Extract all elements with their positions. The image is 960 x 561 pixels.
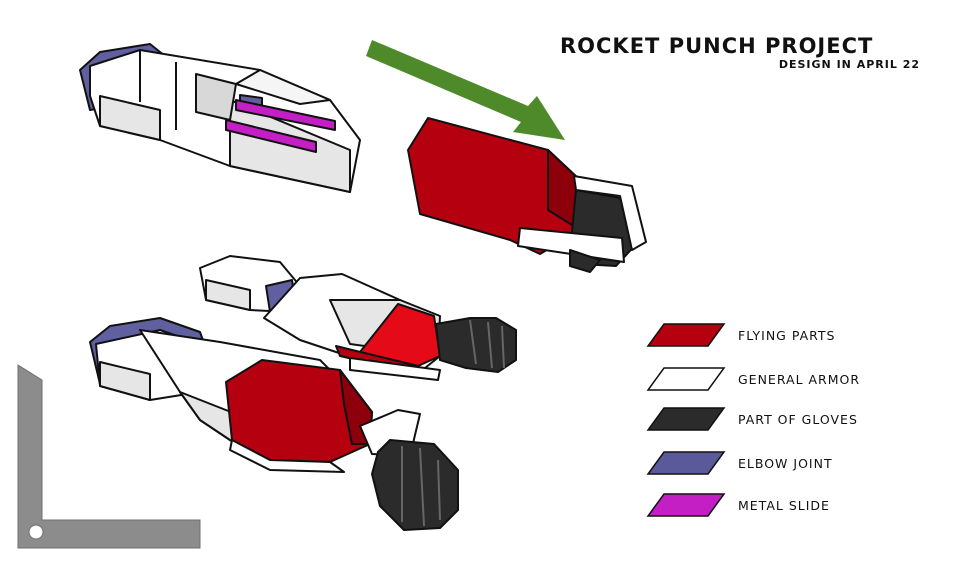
legend-label: PART OF GLOVES — [738, 412, 858, 427]
arm-with-glove-extended-illustration — [199, 255, 517, 381]
legend-item-part-of-gloves: PART OF GLOVES — [646, 406, 946, 436]
metal-slide-rods — [225, 99, 336, 153]
legend-label: FLYING PARTS — [738, 328, 836, 343]
flying-parts-swatch — [646, 323, 726, 347]
legend-item-elbow-joint: ELBOW JOINT — [646, 450, 946, 480]
page-title: ROCKET PUNCH PROJECT — [560, 34, 874, 58]
direction-arrow — [366, 40, 565, 140]
legend-label: METAL SLIDE — [738, 498, 830, 513]
detached-flying-fist-illustration — [407, 117, 647, 273]
part-of-gloves-swatch — [646, 407, 726, 431]
armor-with-metal-slides-illustration — [79, 43, 361, 193]
general-armor-swatch — [646, 367, 726, 391]
legend-item-flying-parts: FLYING PARTS — [646, 322, 946, 352]
legend-item-general-armor: GENERAL ARMOR — [646, 366, 946, 396]
glove-fist-assembled — [371, 439, 459, 531]
legend-item-metal-slide: METAL SLIDE — [646, 492, 946, 522]
legend-label: ELBOW JOINT — [738, 456, 833, 471]
elbow-joint-swatch — [646, 451, 726, 475]
corner-bracket-decoration — [17, 364, 201, 549]
legend-label: GENERAL ARMOR — [738, 372, 861, 387]
arm-assembled-illustration — [89, 317, 459, 531]
page-subtitle: DESIGN IN APRIL 22 — [778, 58, 920, 71]
metal-slide-swatch — [646, 493, 726, 517]
glove-fist — [435, 317, 517, 373]
